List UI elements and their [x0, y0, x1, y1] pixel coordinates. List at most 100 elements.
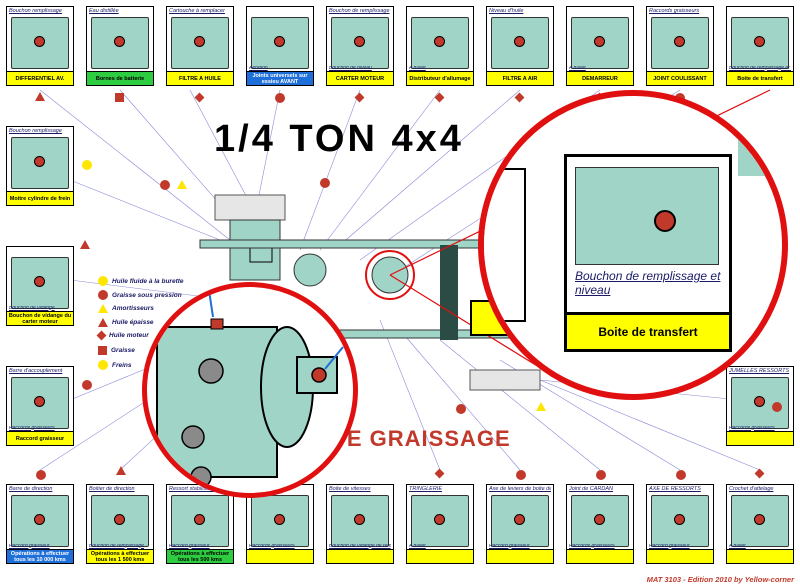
card-caption: Crochet d'attelage [729, 486, 774, 492]
card-label: Bouchon de vidange du carter moteur [7, 311, 73, 325]
symbol-graisse-pression [516, 470, 526, 480]
symbol-huile-epaisse [116, 466, 126, 475]
card-label [727, 549, 793, 563]
zoom-caption: Bouchon de remplissage et niveau [575, 269, 721, 297]
symbol-graisse-pression [456, 404, 466, 414]
legend-text: Amortisseurs [112, 305, 154, 312]
legend-yellow-circle-icon [98, 360, 108, 370]
card-maitre-cylindre[interactable]: Bouchon remplissage Moitre cylindre de f… [6, 126, 74, 206]
card-note: Raccord graisseur [169, 543, 210, 549]
card-note: Aération [249, 65, 268, 71]
card-label: DIFFERENTIEL AV. [7, 71, 73, 85]
card-label [247, 549, 313, 563]
card-note: Raccords graisseurs [729, 425, 775, 431]
zoom-transfer-case-closeup [142, 282, 358, 498]
card-label [567, 549, 633, 563]
vehicle-drawing [199, 89, 771, 391]
card-crochet-attelage[interactable]: Crochet d'attelage A huiler [726, 484, 794, 564]
card-note: A huiler [409, 543, 426, 549]
card-note: Raccords graisseurs [9, 425, 55, 431]
symbol-freins [82, 160, 92, 170]
component-illustration [11, 17, 69, 69]
card-label: Distributeur d'allumage [407, 71, 473, 85]
card-filtre-air[interactable]: Niveau d'huile FILTRE A AIR [486, 6, 554, 86]
fill-plug-icon [654, 210, 676, 232]
legend-graisse: Graisse [98, 346, 135, 355]
card-caption: Bouchon remplissage [9, 128, 62, 134]
card-label: FILTRE A AIR [487, 71, 553, 85]
symbol-huile-epaisse [35, 92, 45, 101]
card-barre-accouplement[interactable]: Barre d'accouplement Raccords graisseurs… [6, 366, 74, 446]
component-illustration [11, 377, 69, 429]
card-note: Bouchon de vidange de remplissage [329, 543, 391, 549]
card-label: Bornes de batterie [87, 71, 153, 85]
card-ressort-stabilisateur[interactable]: Ressort stabilisateur Raccord graisseur … [166, 484, 234, 564]
card-barre-direction[interactable]: Barre de direction Raccord graisseur Opé… [6, 484, 74, 564]
component-illustration [731, 17, 789, 69]
card-caption: Ressort stabilisateur [169, 486, 219, 492]
card-label: Raccord graisseur [7, 431, 73, 445]
component-illustration [731, 495, 789, 547]
zoom-label: Boite de transfert [567, 312, 729, 349]
card-note: Raccord graisseur [9, 543, 50, 549]
card-label [487, 549, 553, 563]
card-caption: Axe de leviers de boite de transfert [489, 486, 551, 492]
legend-graisse-pression: Graisse sous pression [98, 290, 182, 300]
transfer-case-illustration [156, 287, 344, 488]
symbol-graisse [115, 93, 124, 102]
card-caption: Barre de direction [9, 486, 53, 492]
symbol-graisse-pression [36, 470, 46, 480]
symbol-amortisseurs [536, 402, 546, 411]
card-label: Opérations à effectuer tous les 10 000 k… [7, 549, 73, 563]
component-illustration [411, 17, 469, 69]
card-boitier-direction[interactable]: Boitier de direction Bouchon de rempliss… [86, 484, 154, 564]
card-carter-moteur[interactable]: Bouchon de remplissage Bouchon de niveau… [326, 6, 394, 86]
symbol-graisse-pression [275, 93, 285, 103]
legend-huile-fluide: Huile fluide à la burette [98, 276, 184, 286]
card-differentiel-av[interactable]: Bouchon remplissage DIFFERENTIEL AV. [6, 6, 74, 86]
card-label [727, 431, 793, 445]
component-illustration [171, 17, 229, 69]
card-distributeur[interactable]: A huiler Distributeur d'allumage [406, 6, 474, 86]
symbol-graisse-pression [596, 470, 606, 480]
card-vidange-carter[interactable]: Bouchon de vidange Bouchon de vidange du… [6, 246, 74, 326]
card-joints-universels[interactable]: Aération Joints universels sur essieu AV… [246, 6, 314, 86]
card-joint-cardan[interactable]: Joint de CARDAN Raccords graisseurs [566, 484, 634, 564]
card-note: Raccords graisseurs [249, 543, 295, 549]
title-graissage: DE GRAISSAGE [330, 426, 511, 451]
card-axe-leviers[interactable]: Axe de leviers de boite de transfert Rac… [486, 484, 554, 564]
card-note: A huiler [409, 65, 426, 71]
component-illustration [331, 495, 389, 547]
card-bornes-batterie[interactable]: Eau distillée Bornes de batterie [86, 6, 154, 86]
component-illustration [651, 495, 709, 547]
component-illustration [491, 17, 549, 69]
card-axe-ressorts[interactable]: AXE DE RESSORTS Raccord graisseur [646, 484, 714, 564]
card-caption: Bouchon remplissage [9, 8, 62, 14]
component-illustration [11, 495, 69, 547]
symbol-graisse-pression [772, 402, 782, 412]
card-caption: Bouchon de remplissage [329, 8, 390, 14]
legend-freins: Freins [98, 360, 132, 370]
card-label: Joints universels sur essieu AVANT [247, 71, 313, 85]
legend-diamond-icon [96, 330, 107, 341]
card-raccords-bottom[interactable]: Raccords graisseurs [246, 484, 314, 564]
card-boite-transfert[interactable]: Bouchon de remplissage et niveau Boite d… [726, 6, 794, 86]
card-note: Bouchon de remplissage [89, 543, 145, 549]
card-label: Boite de transfert [727, 71, 793, 85]
legend-huile-moteur: Huile moteur [96, 330, 149, 341]
card-jumelles-ressorts[interactable]: JUMELLES RESSORTS Raccords graisseurs [726, 366, 794, 446]
symbol-graisse-pression [82, 380, 92, 390]
card-boite-vitesses[interactable]: Boite de vitesses Bouchon de vidange de … [326, 484, 394, 564]
card-demarreur[interactable]: A huiler DEMARREUR [566, 6, 634, 86]
legend-text: Huile fluide à la burette [112, 277, 184, 285]
symbol-graisse-pression [160, 180, 170, 190]
card-note: Raccord graisseur [649, 543, 690, 549]
legend-amortisseurs: Amortisseurs [98, 304, 154, 313]
card-joint-coulissant[interactable]: Raccords graisseurs JOINT COULISSANT [646, 6, 714, 86]
card-note: Bouchon de remplissage et niveau [729, 65, 791, 71]
card-filtre-huile[interactable]: Cartouche à remplacer FILTRE A HUILE [166, 6, 234, 86]
card-tringlerie[interactable]: TRINGLERIE A huiler [406, 484, 474, 564]
legend-oil-can-icon [98, 276, 108, 286]
component-illustration [331, 17, 389, 69]
component-illustration [571, 495, 629, 547]
